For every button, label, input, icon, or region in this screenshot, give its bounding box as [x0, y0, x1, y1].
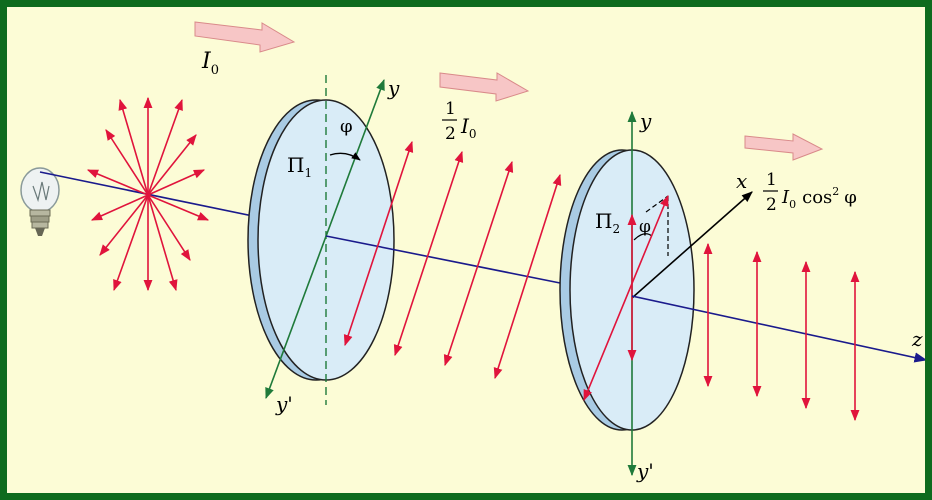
polarized-wave-2: [703, 242, 860, 422]
y-prime-label-1: y': [275, 392, 293, 416]
flow-arrow-1: [194, 21, 296, 53]
y-prime-label-2: y': [636, 459, 654, 483]
output-denominator: 2: [766, 195, 777, 215]
polarized-wave-1: [343, 140, 562, 380]
light-bulb-icon: [20, 167, 60, 236]
polarizer-1-label: Π1: [287, 153, 312, 180]
half-numerator: 1: [445, 99, 456, 119]
unpolarized-light-star: [86, 96, 210, 292]
half-intensity-label: I0: [460, 114, 477, 141]
polarizer-2: [559, 149, 695, 431]
phi-label-2: φ: [639, 217, 651, 237]
polarizer-2-label: Π2: [595, 209, 620, 236]
intensity-label: I0: [201, 49, 219, 78]
x-axis-label: x: [736, 169, 747, 193]
y-axis-label-1: y: [387, 76, 400, 100]
beam-segment-3: [631, 295, 925, 363]
output-numerator: 1: [766, 170, 777, 190]
polarizer-1: [247, 99, 395, 381]
z-axis-label: z: [911, 327, 923, 351]
incident-polarization-2: [583, 194, 669, 402]
flow-arrow-3: [744, 133, 824, 161]
flow-arrow-2: [439, 72, 530, 102]
half-denominator: 2: [445, 124, 456, 144]
transmission-axis-1: [265, 78, 385, 400]
phi-label-1: φ: [340, 116, 353, 137]
y-axis-label-2: y: [639, 109, 652, 133]
